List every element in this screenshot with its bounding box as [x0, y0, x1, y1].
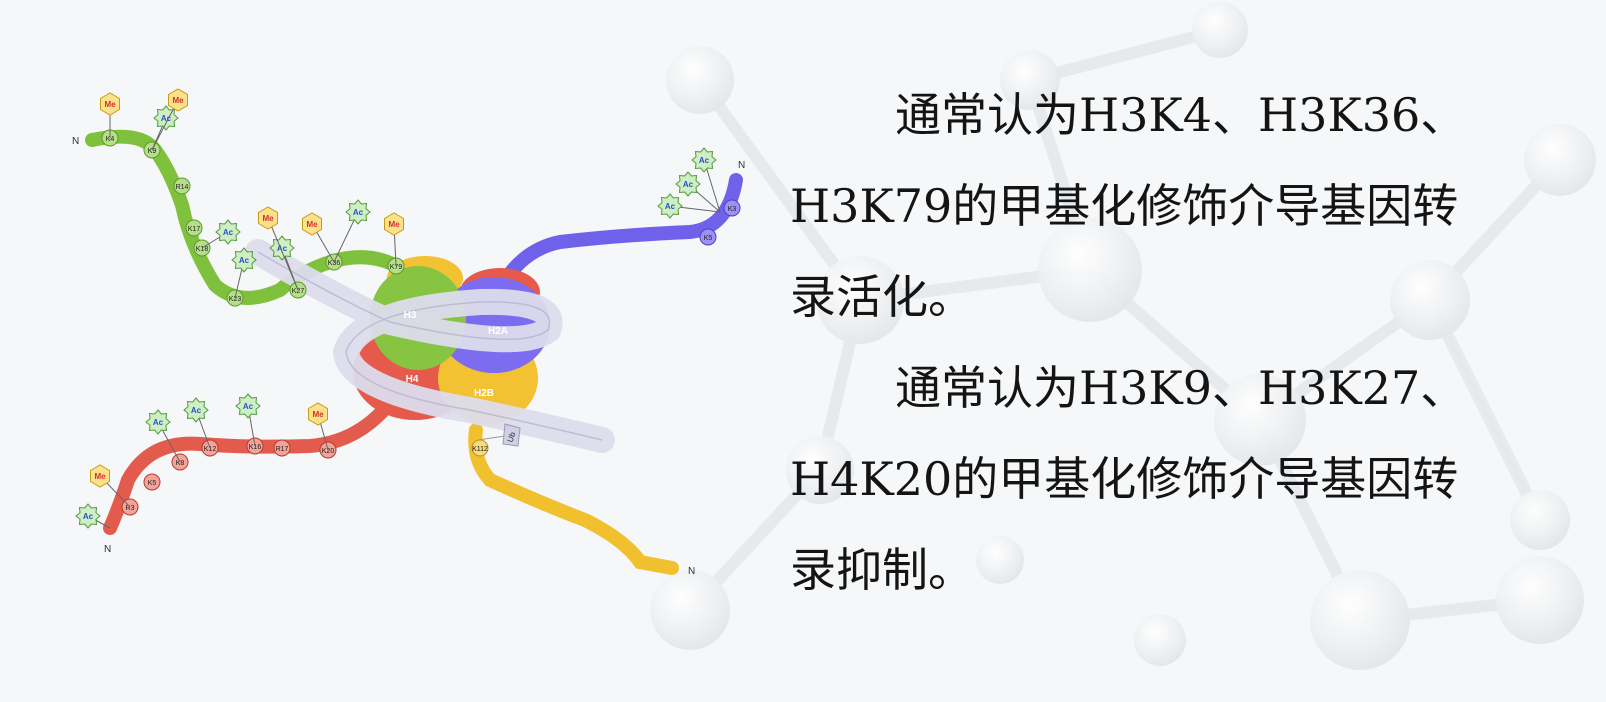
h4-residue-label: K20 [322, 448, 335, 455]
h3-k79-mark-label: Me [388, 220, 400, 229]
h3-k27-ac-mark [269, 235, 295, 261]
h4-label: H4 [406, 374, 419, 385]
h4-k20-me-mark [308, 402, 328, 426]
h2b-residue-k112 [471, 439, 489, 457]
h3-label: H3 [404, 310, 417, 321]
h3-k9-mark-label: Ac [161, 114, 172, 123]
h3-residue-label: K18 [196, 246, 209, 253]
h3-k23-ac-mark [231, 247, 257, 273]
h2b-n-terminus: N [688, 566, 695, 577]
h3-residue-label: K79 [390, 264, 403, 271]
h2a-ac-mark [657, 193, 683, 219]
h4-k16-ac-mark [235, 393, 261, 419]
para1-line3: 录活化。 [790, 270, 974, 324]
h3-k27-mark-label: Me [262, 214, 274, 223]
h3-k36-ac-mark [345, 199, 371, 225]
paragraph-activation: 通常认为H3K4、H3K36、 H3K79的甲基化修饰介导基因转 录活化。 [790, 70, 1490, 343]
h2a-residue-label: K5 [704, 235, 713, 242]
h2a-ac-mark [675, 171, 701, 197]
h3-residue-label: R14 [176, 184, 189, 191]
h3-n-terminus: N [72, 136, 79, 147]
h4-k8-ac-mark [145, 409, 171, 435]
h2a-residue-label: K3 [728, 206, 737, 213]
h3-k9-me-mark [168, 88, 188, 112]
h3-k4-mark-label: Me [104, 100, 116, 109]
h3-k27-mark-label: Ac [277, 244, 288, 253]
ubiquitin-mark: Ub [477, 423, 521, 447]
h4-residue-label: K5 [148, 480, 157, 487]
h2a-residue-k5 [699, 228, 717, 246]
h2a-mark-label: Ac [665, 202, 676, 211]
h4-r3-mark-label: Me [94, 472, 106, 481]
h3-k18-ac-mark [215, 219, 241, 245]
h3-k23-mark-label: Ac [239, 256, 250, 265]
h3-residue-label: K27 [292, 288, 305, 295]
h4-r3-me-mark [90, 464, 110, 488]
h4-residue-r17 [273, 439, 291, 457]
h3-k18-mark-label: Ac [223, 228, 234, 237]
para1-line2: H3K79的甲基化修饰介导基因转 [790, 179, 1459, 233]
h2b-residue-label: K112 [472, 446, 488, 453]
h3-k9-mark-label: Me [172, 96, 184, 105]
h4-k8-mark-label: Ac [153, 418, 164, 427]
h3-residue-label: K23 [229, 296, 242, 303]
h3-residue-label: K36 [328, 260, 341, 267]
h3-residue-k17 [185, 219, 203, 237]
h2a-n-terminus: N [738, 160, 745, 171]
h3-k4-me-mark [100, 92, 120, 116]
h4-residue-label: K12 [204, 446, 217, 453]
text-panel: 通常认为H3K4、H3K36、 H3K79的甲基化修饰介导基因转 录活化。 通常… [790, 70, 1490, 616]
h2a-residue-k3 [723, 199, 741, 217]
h3-residue-label: K17 [188, 226, 201, 233]
h4-n-ac-mark [75, 503, 101, 529]
para2-line2: H4K20的甲基化修饰介导基因转 [790, 452, 1459, 506]
h2a-ac-mark [691, 147, 717, 173]
h4-residue-k5 [143, 473, 161, 491]
h3-residue-r14 [173, 177, 191, 195]
h4-k12-mark-label: Ac [191, 406, 202, 415]
h4-k20-mark-label: Me [312, 410, 324, 419]
para2-line3: 录抑制。 [790, 543, 974, 597]
h4-n-terminus: N [104, 544, 111, 555]
h2a-label: H2A [488, 326, 508, 337]
h3-k36-mark-label: Ac [353, 208, 364, 217]
h4-residue-label: K8 [176, 460, 185, 467]
h3-k36-mark-label: Me [306, 220, 318, 229]
h2a-mark-label: Ac [683, 180, 694, 189]
h2b-label: H2B [474, 388, 494, 399]
h2a-mark-label: Ac [699, 156, 710, 165]
para1-line1: 通常认为H3K4、H3K36、 [895, 88, 1467, 142]
para2-line1: 通常认为H3K9、H3K27、 [895, 361, 1467, 415]
h4-k12-ac-mark [183, 397, 209, 423]
h3-residue-label: K9 [148, 148, 157, 155]
h3-residue-label: K4 [106, 136, 115, 143]
h2a-tail [491, 173, 743, 299]
h4-n-mark-label: Ac [83, 512, 94, 521]
h3-k79-me-mark [384, 212, 404, 236]
h4-residue-label: R17 [276, 446, 289, 453]
h2b-tail [468, 423, 679, 575]
h3-k36-me-mark [302, 212, 322, 236]
paragraph-repression: 通常认为H3K9、H3K27、 H4K20的甲基化修饰介导基因转 录抑制。 [790, 343, 1490, 616]
h4-k16-mark-label: Ac [243, 402, 254, 411]
nucleosome-diagram: H3 H2A H4 H2B N N N N Ub K4K9R14K17K18K2… [72, 88, 745, 577]
svg-text:Ub: Ub [505, 430, 517, 443]
h4-residue-label: K16 [249, 444, 262, 451]
h4-residue-label: R3 [126, 505, 135, 512]
h3-k27-me-mark [258, 206, 278, 230]
